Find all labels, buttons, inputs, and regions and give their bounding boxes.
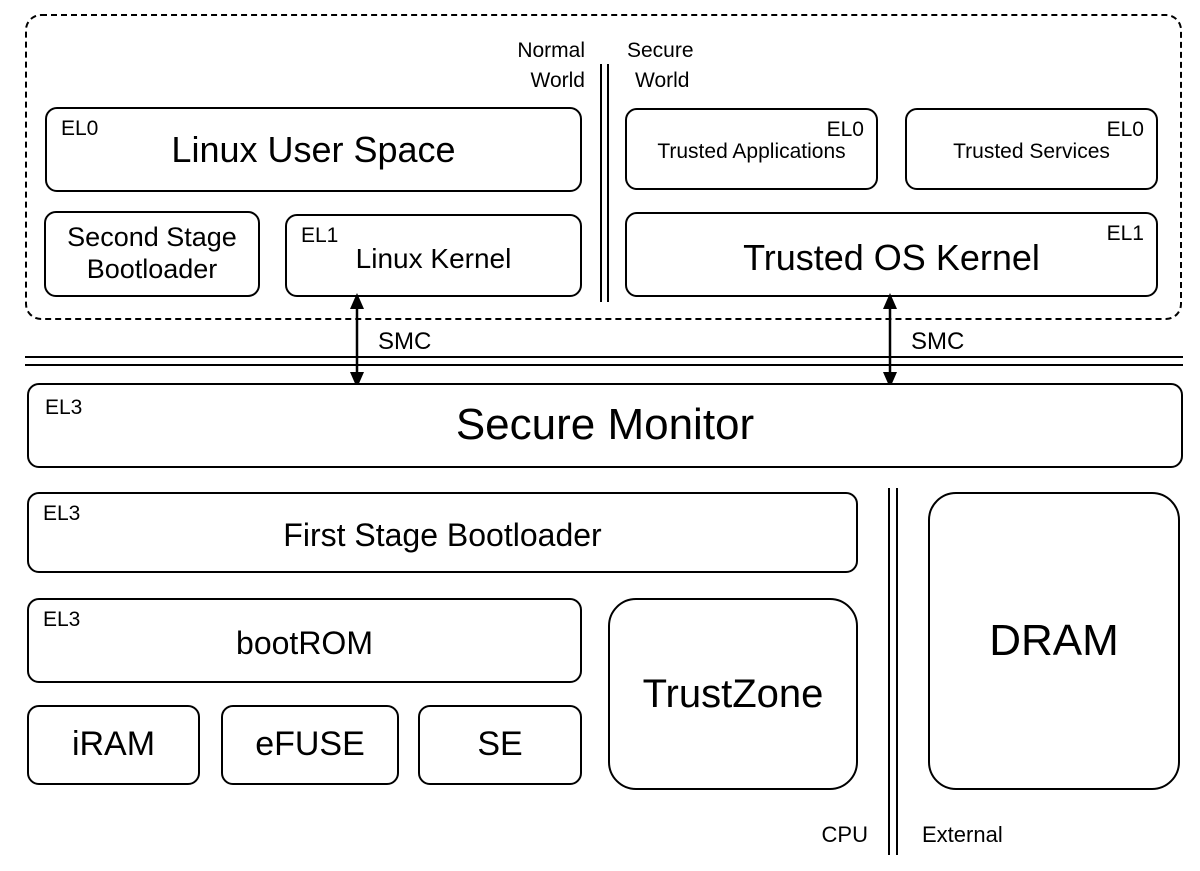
- cpu-external-divider: [888, 488, 898, 855]
- box-title-line2: Bootloader: [86, 254, 218, 284]
- monitor-separator-line: [25, 356, 1183, 366]
- secure-monitor-box: EL3 Secure Monitor: [27, 383, 1183, 468]
- linux-kernel-box: EL1 Linux Kernel: [285, 214, 582, 297]
- el-level-label: EL0: [826, 118, 864, 141]
- cpu-region-label: CPU: [821, 822, 868, 847]
- box-title: Linux User Space: [171, 128, 456, 170]
- box-title: Linux Kernel: [355, 243, 512, 275]
- smc-label-right: SMC: [911, 328, 965, 355]
- box-title: eFUSE: [255, 725, 365, 764]
- box-title: First Stage Bootloader: [283, 517, 602, 554]
- el-level-label: EL0: [61, 117, 99, 140]
- box-title: Trusted Applications: [657, 139, 846, 163]
- box-title-line1: Second Stage: [67, 222, 237, 253]
- dram-box: DRAM: [928, 492, 1180, 790]
- trusted-applications-box: EL0 Trusted Applications: [625, 108, 878, 190]
- box-title: TrustZone: [642, 672, 824, 716]
- secure-world-line1: Secure: [627, 39, 694, 62]
- box-title: Trusted Services: [953, 139, 1110, 163]
- box-title: bootROM: [236, 625, 373, 662]
- second-stage-bootloader-box: Second Stage Bootloader: [44, 211, 260, 297]
- smc-arrow-left: [350, 293, 364, 388]
- smc-arrow-right: [883, 293, 897, 388]
- efuse-box: eFUSE: [221, 705, 399, 785]
- box-title: Secure Monitor: [455, 400, 755, 450]
- se-box: SE: [418, 705, 582, 785]
- box-title: DRAM: [989, 615, 1119, 665]
- trusted-services-box: EL0 Trusted Services: [905, 108, 1158, 190]
- box-title: Trusted OS Kernel: [743, 236, 1040, 278]
- external-region-label: External: [922, 822, 1003, 847]
- first-stage-bootloader-box: EL3 First Stage Bootloader: [27, 492, 858, 573]
- el-level-label: EL0: [1106, 118, 1144, 141]
- normal-world-line1: Normal: [517, 39, 585, 62]
- el-level-label: EL3: [45, 396, 83, 419]
- iram-box: iRAM: [27, 705, 200, 785]
- el-level-label: EL1: [301, 224, 339, 247]
- box-title: iRAM: [71, 725, 156, 764]
- secure-world-line2: World: [635, 69, 690, 93]
- el-level-label: EL3: [43, 502, 81, 525]
- trusted-os-kernel-box: EL1 Trusted OS Kernel: [625, 212, 1158, 297]
- box-title: SE: [477, 725, 523, 764]
- bootrom-box: EL3 bootROM: [27, 598, 582, 683]
- el-level-label: EL1: [1106, 222, 1144, 245]
- normal-world-label: Normal World: [465, 36, 585, 97]
- linux-user-space-box: EL0 Linux User Space: [45, 107, 582, 192]
- trustzone-box: TrustZone: [608, 598, 858, 790]
- worlds-divider: [600, 64, 609, 302]
- normal-world-line2: World: [530, 69, 585, 93]
- secure-world-label: Secure World: [627, 36, 747, 97]
- el-level-label: EL3: [43, 608, 81, 631]
- smc-label-left: SMC: [378, 328, 432, 355]
